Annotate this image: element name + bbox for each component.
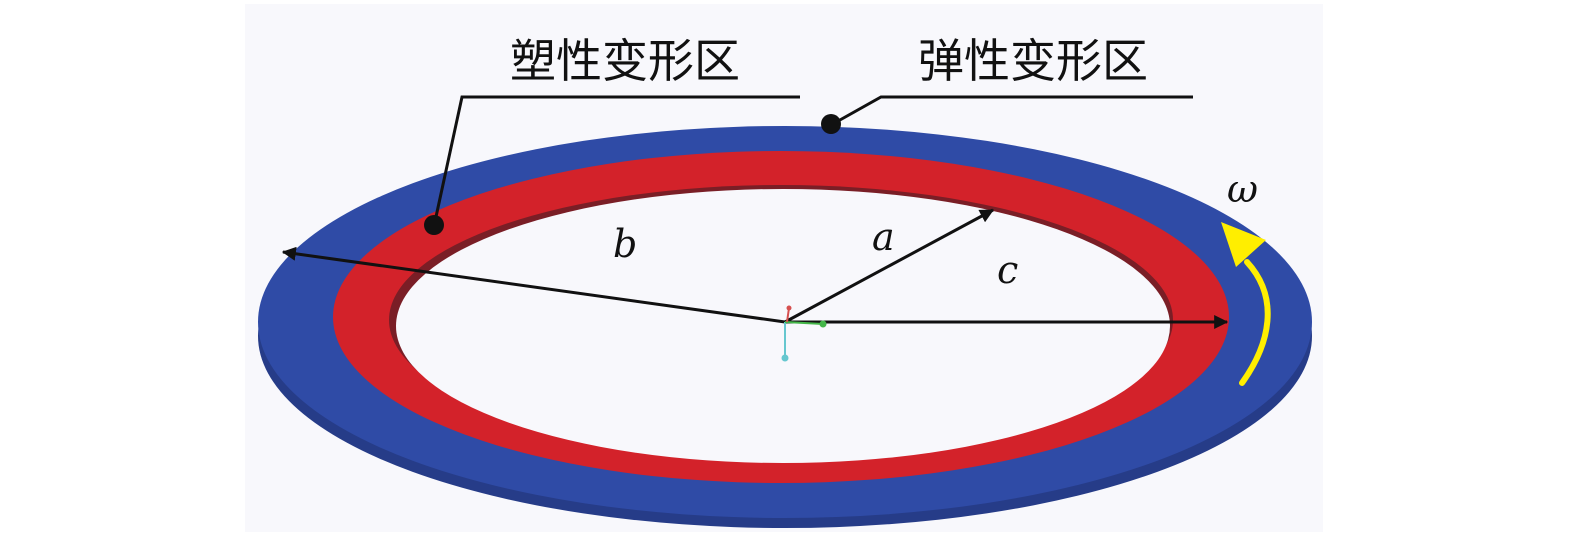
inner-hole (396, 189, 1170, 463)
radius-b-label: b (613, 222, 637, 266)
radius-arrow-b (281, 246, 786, 324)
omega-label: ω (1227, 167, 1258, 211)
origin-axis-icon (781, 305, 827, 362)
plastic-zone-marker-dot (424, 215, 444, 235)
rotation-arrow-icon (1221, 222, 1271, 386)
radius-c-label: c (997, 248, 1018, 292)
radius-a-label: a (872, 215, 895, 259)
plastic-zone-label: 塑性变形区 (510, 34, 740, 88)
elastic-zone-leader (830, 95, 1193, 127)
radius-arrow-a (784, 208, 995, 324)
plastic-zone-leader (432, 95, 800, 227)
ring-diagram: 塑性变形区 弹性变形区 ω b a c (258, 34, 1312, 528)
elastic-zone-marker-dot (821, 114, 841, 134)
diagram-canvas: 塑性变形区 弹性变形区 ω b a c (245, 4, 1323, 532)
elastic-zone-label: 弹性变形区 (918, 34, 1148, 88)
